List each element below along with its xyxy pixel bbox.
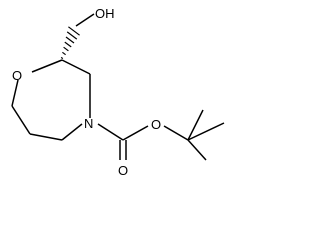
ring-nitrogen-label: N bbox=[84, 116, 93, 131]
hashed-wedge-bond bbox=[60, 26, 80, 60]
molecule-diagram: OH O N O O bbox=[11, 6, 225, 178]
ring-oxygen-label: O bbox=[12, 68, 22, 83]
ester-oxygen-label: O bbox=[151, 117, 161, 132]
bond-c2-c3 bbox=[61, 59, 91, 75]
hydroxyl-label: OH bbox=[95, 6, 115, 21]
bond-n-carbonyl-c bbox=[97, 123, 124, 141]
bond-c7-ringO bbox=[11, 79, 19, 107]
bond-tbu-methyl-up bbox=[187, 109, 204, 141]
bond-c6-c7 bbox=[11, 105, 31, 135]
bond-n-c5 bbox=[61, 123, 83, 141]
bond-ch2-oh bbox=[75, 13, 95, 27]
carbonyl-oxygen-label: O bbox=[118, 163, 128, 178]
bond-carbonyl-c-ester-o bbox=[122, 125, 149, 141]
bond-ester-o-tbu-c bbox=[163, 125, 189, 141]
bond-c5-c6 bbox=[29, 133, 63, 141]
bond-tbu-methyl-down bbox=[187, 139, 207, 161]
structure-canvas: OH O N O O bbox=[11, 6, 225, 178]
bond-tbu-methyl-right bbox=[187, 122, 225, 141]
bond-ringO-c2 bbox=[31, 59, 63, 73]
